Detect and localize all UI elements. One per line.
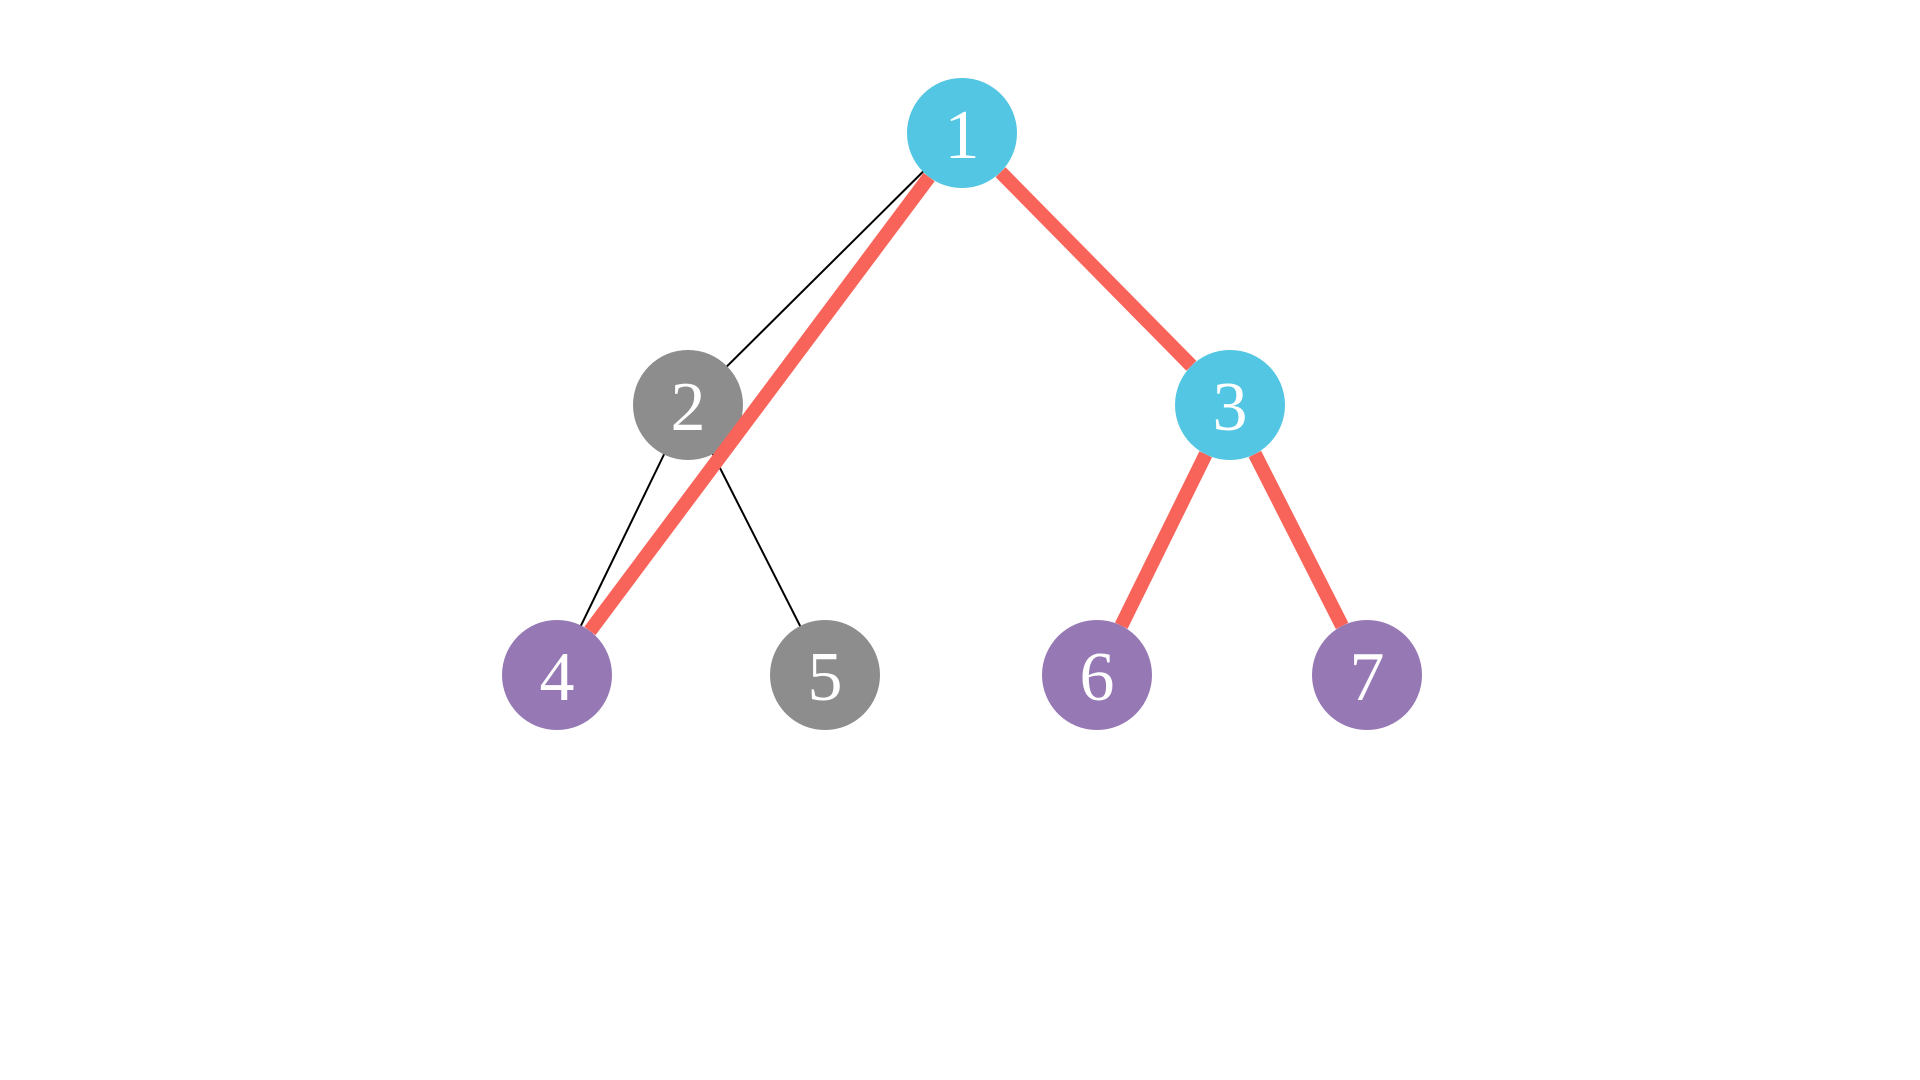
edge-3-7 [1248, 450, 1349, 630]
edge-1-3 [995, 167, 1197, 371]
tree-node-circle-4 [502, 620, 612, 730]
tree-node-circle-3 [1175, 350, 1285, 460]
tree-node-7: 7 [1312, 620, 1422, 730]
tree-node-3: 3 [1175, 350, 1285, 460]
tree-node-circle-5 [770, 620, 880, 730]
edge-1-4 [584, 172, 935, 636]
tree-node-1: 1 [907, 78, 1017, 188]
highlight-edges-layer [584, 167, 1349, 636]
tree-node-5: 5 [770, 620, 880, 730]
tree-node-circle-1 [907, 78, 1017, 188]
edge-3-6 [1115, 451, 1212, 629]
tree-node-6: 6 [1042, 620, 1152, 730]
tree-node-4: 4 [502, 620, 612, 730]
edge-1-2 [687, 132, 963, 406]
tree-node-circle-7 [1312, 620, 1422, 730]
tree-node-circle-2 [633, 350, 743, 460]
tree-node-circle-6 [1042, 620, 1152, 730]
